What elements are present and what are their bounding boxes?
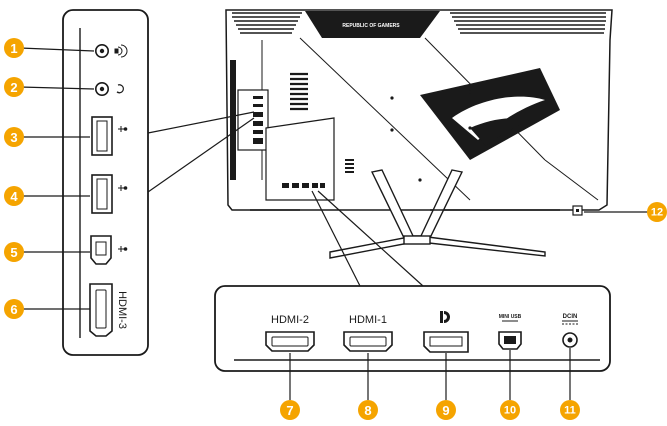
dcin-label: DCIN [563,314,578,320]
badge-9: 9 [436,400,456,420]
badge-11: 11 [560,400,580,420]
badge-number: 9 [442,403,449,418]
badge-1: 1 [4,38,24,58]
mini-usb-label: MINI USB [499,314,522,320]
badge-10: 10 [500,400,520,420]
badge-number: 4 [10,189,18,204]
hdmi-1-port [344,332,392,351]
hdmi-2-label: HDMI-2 [271,314,309,326]
badge-number: 11 [564,405,576,417]
badge-3: 3 [4,127,24,147]
kensington-lock-icon [576,209,579,212]
badge-number: 1 [10,41,17,56]
badge-number: 3 [10,130,17,145]
badge-4: 4 [4,186,24,206]
badge-number: 5 [10,245,17,260]
earphone-jack [96,45,108,57]
usb-port-1 [92,117,112,155]
usb-port-2 [92,175,112,213]
left-connector-panel: HDMI-3 [63,10,148,355]
badge-number: 7 [286,403,293,418]
left-side-vent [230,60,236,180]
badge-2: 2 [4,77,24,97]
badge-number: 10 [504,405,516,417]
bottom-panel-frame [215,286,610,371]
hdmi-2-port [266,332,314,351]
mini-usb-port [499,332,521,349]
badge-8: 8 [358,400,378,420]
usb-upstream-port [91,236,111,264]
badge-number: 2 [10,80,17,95]
hdmi-1-label: HDMI-1 [349,314,387,326]
hdmi-3-label: HDMI-3 [116,291,128,329]
displayport-port [424,332,468,352]
badge-5: 5 [4,242,24,262]
badge-number: 12 [651,207,663,219]
badge-number: 8 [364,403,371,418]
line-in-jack [96,83,108,95]
monitor-rear-view: REPUBLIC OF GAMERS [226,10,612,258]
badge-12: 12 [647,202,667,222]
dcin-port [563,333,577,347]
brand-strip-text: REPUBLIC OF GAMERS [342,23,400,29]
badge-6: 6 [4,299,24,319]
badge-number: 6 [10,302,17,317]
badge-7: 7 [280,400,300,420]
hdmi-3-port [90,284,112,336]
bottom-connector-panel: HDMI-2 HDMI-1 MINI USB DCIN [215,286,610,371]
